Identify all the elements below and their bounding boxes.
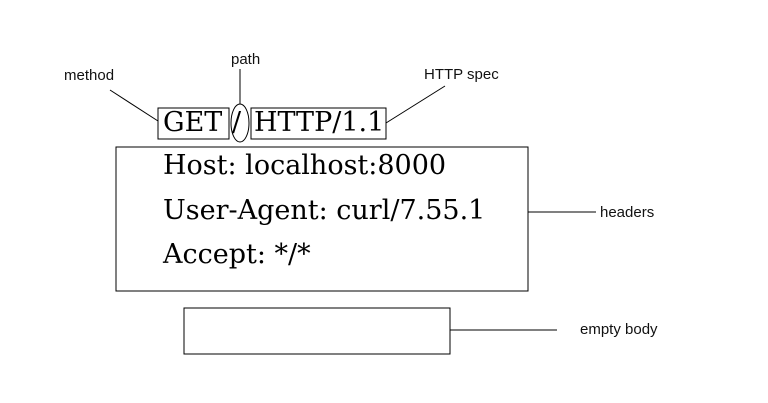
path-label: path (231, 51, 261, 68)
header-line: Accept: */* (163, 239, 311, 270)
spec-leader (385, 85, 446, 124)
method-label: method (64, 67, 115, 84)
body-box (183, 307, 451, 355)
headers-label: headers (600, 204, 655, 221)
method-leader (109, 89, 159, 122)
spec-label: HTTP spec (424, 66, 499, 83)
method-box (157, 107, 230, 140)
headers-box (115, 146, 529, 292)
body-label: empty body (580, 321, 658, 338)
header-line: Host: localhost:8000 (163, 150, 447, 181)
header-line: User-Agent: curl/7.55.1 (163, 195, 486, 226)
method-text: GET (163, 107, 223, 138)
spec-text: HTTP/1.1 (254, 107, 385, 138)
spec-box (250, 107, 387, 140)
path-text: / (232, 107, 242, 138)
